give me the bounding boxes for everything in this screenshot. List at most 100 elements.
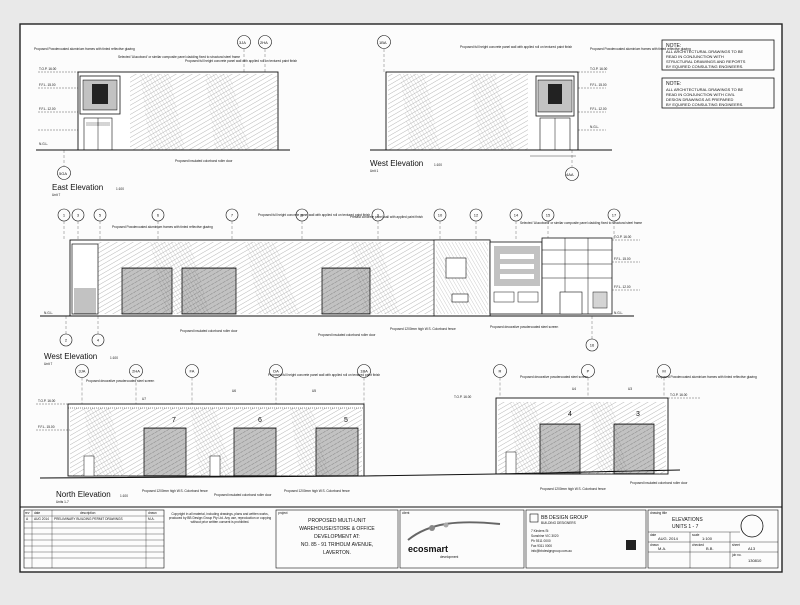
drawing-title-label: drawing title — [650, 511, 667, 515]
view-scale: 1:100 — [110, 356, 118, 360]
note-line: BY EQUIRED CONSULTING ENGINEERS. — [666, 64, 743, 69]
project-label: project — [278, 511, 288, 515]
grid-bubble: 4 — [97, 338, 100, 343]
level-label: T.O.P. 16.00 — [39, 67, 57, 71]
client-label: client — [402, 511, 410, 515]
note-line: READ IN CONJUNCTION WITH — [666, 54, 724, 59]
designer-address: Sunshine VIC 3020 — [531, 534, 559, 538]
unit-label: U4 — [572, 387, 576, 391]
note-box-structural: NOTE: ALL ARCHITECTURAL DRAWINGS TO BE R… — [661, 39, 775, 71]
annotation: Proposed Powdercoated aluminium frames w… — [34, 47, 135, 51]
grid-bubble: R — [499, 369, 502, 374]
level-label: F.F.L. 15.00 — [590, 83, 607, 87]
view-subtitle: Unit 1 — [370, 169, 379, 173]
project-line: NO. 85 - 91 TRIHOLM AVENUE, — [301, 542, 373, 548]
view-scale: 1:100 — [120, 494, 128, 498]
drawing-title: ELEVATIONS — [672, 517, 703, 523]
note-line: ALL ARCHITECTURAL DRAWINGS TO BE — [666, 87, 744, 92]
view-title: West Elevation — [44, 352, 97, 361]
level-label: T.O.P. 16.00 — [670, 393, 688, 397]
project-line: PROPOSED MULTI-UNIT — [308, 518, 366, 524]
view-scale: 1:100 — [116, 187, 124, 191]
grid-bubble: 1BA — [379, 40, 387, 45]
grid-bubble: 2HA — [260, 40, 268, 45]
note-box-civil: NOTE: ALL ARCHITECTURAL DRAWINGS TO BE R… — [661, 77, 775, 109]
note-line: NOTE: — [666, 43, 681, 49]
grid-bubble: 1 — [63, 213, 66, 218]
annotation: Selected 'Alucobond' or similar composit… — [118, 55, 240, 59]
field-label: sheet — [732, 543, 740, 547]
grid-bubble: 10 — [438, 213, 443, 218]
grid-bubble: 17 — [612, 213, 617, 218]
grid-bubble: 7 — [231, 213, 234, 218]
grid-bubble: 3JA — [239, 40, 246, 45]
unit-label: U5 — [312, 389, 316, 393]
level-label: T.O.P. 16.00 — [454, 395, 472, 399]
level-label: T.O.P. 16.00 — [590, 67, 608, 71]
view-subtitle: Unit 7 — [52, 193, 61, 197]
east-elevation: T.O.P. 16.00 F.F.L. 15.00 F.F.L. 12.00 N… — [34, 35, 297, 197]
annotation: Proposed insulated colorbond roller door — [214, 493, 272, 497]
project-line: LAVERTON. — [323, 550, 351, 556]
level-label: N.G.L. — [590, 125, 599, 129]
drawing-drawn: M.A. — [658, 546, 666, 551]
annotation: Proposed insulated colorbond roller door — [180, 329, 238, 333]
annotation: Proposed 1200mm high W.S. Colorbond fenc… — [390, 327, 456, 331]
grid-bubble: FA — [190, 369, 195, 374]
grid-bubble: 8 — [301, 213, 304, 218]
annotation: Proposed Powdercoated aluminium frames w… — [590, 47, 691, 51]
view-subtitle: Units 1-7 — [56, 500, 69, 504]
revision-cell: AUG 2014 — [34, 517, 49, 521]
unit-label: U7 — [142, 397, 146, 401]
view-subtitle: Unit 7 — [44, 362, 53, 366]
designer-address: Ph 9311 0000 — [531, 539, 551, 543]
level-label: T.O.P. 16.00 — [38, 399, 56, 403]
annotation: Proposed full height concrete panel wall… — [460, 45, 572, 49]
annotation: Proposed full height concrete panel wall… — [268, 373, 380, 377]
unit-label: U3 — [628, 387, 632, 391]
designer-address: 7 Kinders St — [531, 529, 548, 533]
north-point — [740, 514, 764, 538]
designer-address: info@bbdesigngroup.com.au — [531, 549, 572, 553]
west-elevation-unit1: T.O.P. 16.00 F.F.L. 15.00 F.F.L. 12.00 N… — [370, 35, 691, 181]
drawing-job: 130810 — [748, 558, 762, 563]
revision-cell: A — [26, 517, 29, 521]
grid-bubble: 5 — [99, 213, 102, 218]
designer-name: BB DESIGN GROUP — [541, 515, 589, 521]
project-line: DEVELOPMENT AT: — [314, 534, 360, 540]
field-label: date — [650, 533, 656, 537]
annotation: Selected 'Alucobond' or similar composit… — [520, 221, 642, 225]
view-title: West Elevation — [370, 159, 423, 168]
revision-header: drawn — [148, 511, 157, 515]
grid-bubble: 15 — [546, 213, 551, 218]
level-label: F.F.L. 12.00 — [614, 285, 631, 289]
annotation: Proposed decorative powdercoated steel s… — [86, 379, 154, 383]
revision-header: rev — [25, 511, 30, 515]
note-line: NOTE: — [666, 81, 681, 87]
level-label: F.F.L. 15.00 — [39, 83, 56, 87]
unit-number: 5 — [344, 417, 348, 424]
drawing-date: AUG. 2014 — [658, 536, 679, 541]
annotation: Proposed insulated colorbond roller door — [175, 159, 233, 163]
grid-bubble: P — [587, 369, 590, 374]
grid-bubble: DA — [273, 369, 279, 374]
annotation: Proposed 1200mm high W.S. Colorbond fenc… — [284, 489, 350, 493]
revision-header: date — [34, 511, 40, 515]
level-label: F.F.L. 15.00 — [38, 425, 55, 429]
annotation: Proposed full height concrete panel wall… — [185, 59, 297, 63]
drawing-scale: 1:100 — [702, 536, 713, 541]
revision-cell: M.A. — [148, 517, 155, 521]
note-line: DESIGN DRAWINGS AS PREPARED — [666, 97, 733, 102]
level-label: N.G.L. — [44, 311, 53, 315]
annotation: Proposed insulated colorbond roller door — [630, 481, 688, 485]
view-title: East Elevation — [52, 183, 103, 192]
level-label: F.F.L. 12.00 — [590, 107, 607, 111]
unit-number: 3 — [636, 411, 640, 418]
grid-bubble: 2 — [65, 338, 68, 343]
note-line: READ IN CONJUNCTION WITH CIVIL — [666, 92, 736, 97]
drawing-subtitle: UNITS 1 - 7 — [672, 524, 699, 530]
level-label: N.G.L. — [614, 311, 623, 315]
